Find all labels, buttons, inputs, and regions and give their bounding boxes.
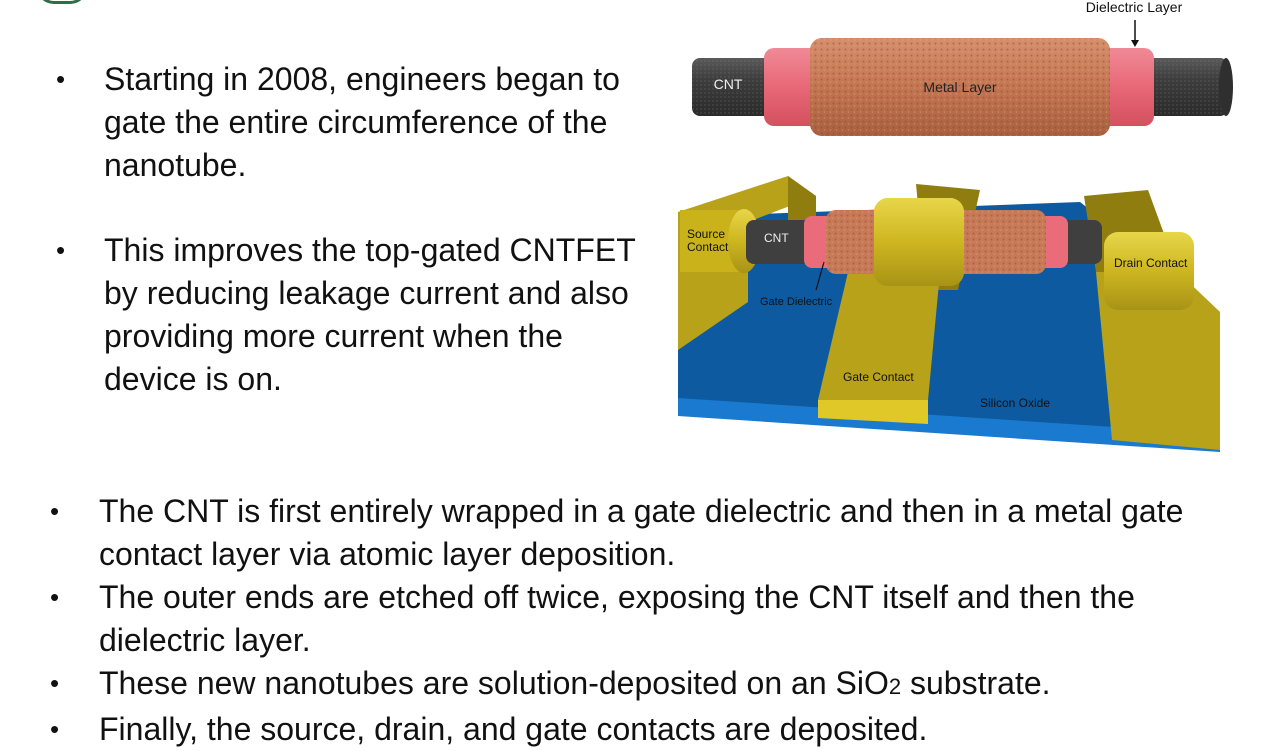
gate-wrap-shape (874, 198, 964, 286)
gate-dielectric-pointer (815, 261, 825, 291)
metal-layer-shape (810, 38, 1110, 136)
bullet-text-sio2: These new nanotubes are solution-deposit… (99, 665, 1051, 701)
bullet-item: • The CNT is first entirely wrapped in a… (50, 490, 1250, 576)
bullet-item: • Finally, the source, drain, and gate c… (50, 708, 1250, 751)
bullet-text: Starting in 2008, engineers began to gat… (104, 61, 620, 183)
source-contact-label-line1: Source (687, 227, 725, 241)
bullet-item: • Starting in 2008, engineers began to g… (56, 58, 656, 187)
gate-dielectric-label: Gate Dielectric (760, 296, 833, 308)
dielectric-pointer-arrow (1131, 40, 1139, 47)
bullet-dot: • (50, 714, 60, 744)
substrate-front-edge (678, 398, 1220, 452)
bullet-dot: • (50, 668, 60, 698)
bottom-bullet-list: • The CNT is first entirely wrapped in a… (50, 490, 1250, 751)
source-contact-label-line2: Contact (687, 240, 729, 254)
sio2-subscript: 2 (888, 674, 902, 699)
bullet-dot: • (50, 496, 60, 526)
cntfet-device-figure: Source Contact CNT Gate Dielectric Drain… (678, 176, 1220, 452)
bullet-text: The CNT is first entirely wrapped in a g… (99, 493, 1184, 572)
bullet-dot: • (56, 64, 66, 94)
bullet-text: The outer ends are etched off twice, exp… (99, 579, 1135, 658)
bullet-text: This improves the top-gated CNTFET by re… (104, 232, 636, 397)
silicon-oxide-label: Silicon Oxide (980, 396, 1050, 410)
drain-contact-label: Drain Contact (1114, 256, 1188, 270)
bullet-dot: • (56, 235, 66, 265)
cnt-label: CNT (714, 76, 743, 92)
top-bullet-list: • Starting in 2008, engineers began to g… (56, 58, 656, 443)
dielectric-layer-label: Dielectric Layer (1086, 0, 1183, 15)
logo-icon (36, 0, 88, 4)
gate-contact-label: Gate Contact (843, 370, 914, 384)
sio2-before: These new nanotubes are solution-deposit… (99, 665, 889, 701)
drain-contact-shape (1084, 190, 1220, 450)
cnt-label: CNT (764, 231, 789, 245)
bullet-dot: • (50, 582, 60, 612)
metal-layer-label: Metal Layer (923, 79, 996, 95)
bullet-item: • The outer ends are etched off twice, e… (50, 576, 1250, 662)
bullet-item: • This improves the top-gated CNTFET by … (56, 229, 656, 401)
bullet-item: • These new nanotubes are solution-depos… (50, 662, 1250, 708)
bullet-text: Finally, the source, drain, and gate con… (99, 711, 928, 747)
sio2-after: substrate. (901, 665, 1051, 701)
wrapped-cnt-figure: Dielectric Layer CNT Metal Layer (692, 0, 1233, 136)
